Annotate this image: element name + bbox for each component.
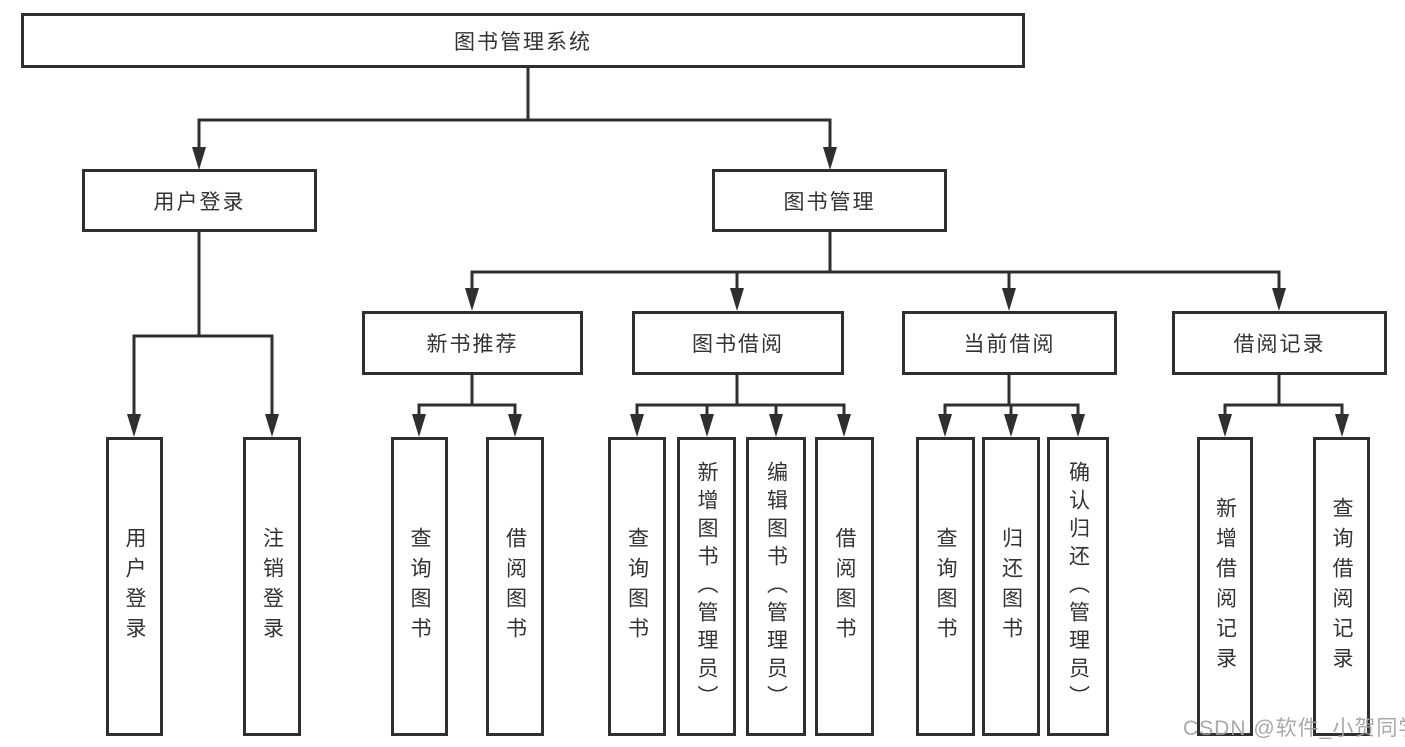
arrowhead-borrow-records <box>1272 288 1286 311</box>
leaf-add-borrow-record-label: 新增借阅记录 <box>1213 496 1237 677</box>
arrowhead-leaf-user-login <box>127 414 141 437</box>
arrowhead-book-management <box>823 147 837 170</box>
arrowhead-leaf-borrow-books-1 <box>508 414 522 437</box>
leaf-query-books-borrow-label: 查询图书 <box>625 526 649 647</box>
leaf-user-login: 用户登录 <box>106 437 163 736</box>
node-book-borrow: 图书借阅 <box>632 311 844 375</box>
connector-book-borrow-branch <box>635 375 846 416</box>
csdn-watermark: CSDN @软件_小贺同学 <box>1183 717 1405 740</box>
arrowhead-book-borrow <box>730 288 744 311</box>
node-book-management: 图书管理 <box>712 169 947 232</box>
node-current-borrow-label: 当前借阅 <box>963 333 1056 356</box>
node-new-book-recommend-label: 新书推荐 <box>426 333 519 356</box>
leaf-query-books-recommend-label: 查询图书 <box>408 526 431 647</box>
connector-root-to-level2 <box>197 68 832 150</box>
leaf-confirm-return-admin: 确认归还（管理员） <box>1047 437 1109 736</box>
node-book-management-label: 图书管理 <box>783 190 876 214</box>
connector-user-login-branch <box>132 232 274 416</box>
leaf-add-borrow-record: 新增借阅记录 <box>1197 437 1253 736</box>
arrowhead-leaf-confirm-return <box>1071 414 1085 437</box>
leaf-confirm-return-admin-label: 确认归还（管理员） <box>1066 460 1090 713</box>
connector-book-management-branch <box>470 232 1281 291</box>
connector-new-book-branch <box>417 375 517 416</box>
leaf-borrow-books-2: 借阅图书 <box>815 437 874 736</box>
leaf-borrow-books-recommend-label: 借阅图书 <box>503 526 527 647</box>
node-user-login: 用户登录 <box>82 169 317 232</box>
node-root-library-system: 图书管理系统 <box>21 13 1025 68</box>
arrowhead-leaf-return-books <box>1004 414 1018 437</box>
leaf-user-login-label: 用户登录 <box>123 526 146 647</box>
leaf-logout-label: 注销登录 <box>260 526 284 647</box>
arrowhead-user-login <box>192 147 206 170</box>
leaf-return-books-label: 归还图书 <box>999 526 1023 647</box>
leaf-query-books-recommend: 查询图书 <box>391 437 448 736</box>
node-borrow-records-label: 借阅记录 <box>1233 333 1326 356</box>
arrowhead-leaf-logout <box>265 414 279 437</box>
leaf-query-books-current-label: 查询图书 <box>934 526 957 647</box>
arrowhead-leaf-add-book <box>700 414 714 437</box>
connector-borrow-records-branch <box>1223 375 1344 416</box>
node-new-book-recommend: 新书推荐 <box>362 311 583 375</box>
arrowhead-current-borrow <box>1002 288 1016 311</box>
leaf-add-book-admin-label: 新增图书（管理员） <box>695 460 718 713</box>
arrowhead-leaf-query-books-1 <box>412 414 426 437</box>
arrowhead-leaf-query-record <box>1335 414 1349 437</box>
node-root-label: 图书管理系统 <box>454 30 592 54</box>
leaf-logout: 注销登录 <box>243 437 301 736</box>
leaf-return-books: 归还图书 <box>982 437 1040 736</box>
arrowhead-leaf-query-books-2 <box>630 414 644 437</box>
leaf-query-borrow-record-label: 查询借阅记录 <box>1330 496 1353 677</box>
leaf-borrow-books-2-label: 借阅图书 <box>833 526 856 647</box>
leaf-edit-book-admin-label: 编辑图书（管理员） <box>764 460 788 713</box>
leaf-borrow-books-recommend: 借阅图书 <box>486 437 544 736</box>
arrowhead-new-book-recommend <box>465 288 479 311</box>
leaf-query-borrow-record: 查询借阅记录 <box>1313 437 1370 736</box>
node-borrow-records: 借阅记录 <box>1172 311 1387 375</box>
arrowhead-leaf-edit-book <box>769 414 783 437</box>
leaf-query-books-current: 查询图书 <box>916 437 975 736</box>
leaf-edit-book-admin: 编辑图书（管理员） <box>746 437 806 736</box>
arrowhead-leaf-add-record <box>1218 414 1232 437</box>
arrowhead-leaf-query-books-3 <box>938 414 952 437</box>
leaf-add-book-admin: 新增图书（管理员） <box>677 437 736 736</box>
connector-current-borrow-branch <box>943 375 1080 416</box>
node-book-borrow-label: 图书借阅 <box>692 333 784 356</box>
node-user-login-label: 用户登录 <box>153 190 246 214</box>
leaf-query-books-borrow: 查询图书 <box>608 437 666 736</box>
arrowhead-leaf-borrow-books-2 <box>837 414 851 437</box>
node-current-borrow: 当前借阅 <box>902 311 1117 375</box>
